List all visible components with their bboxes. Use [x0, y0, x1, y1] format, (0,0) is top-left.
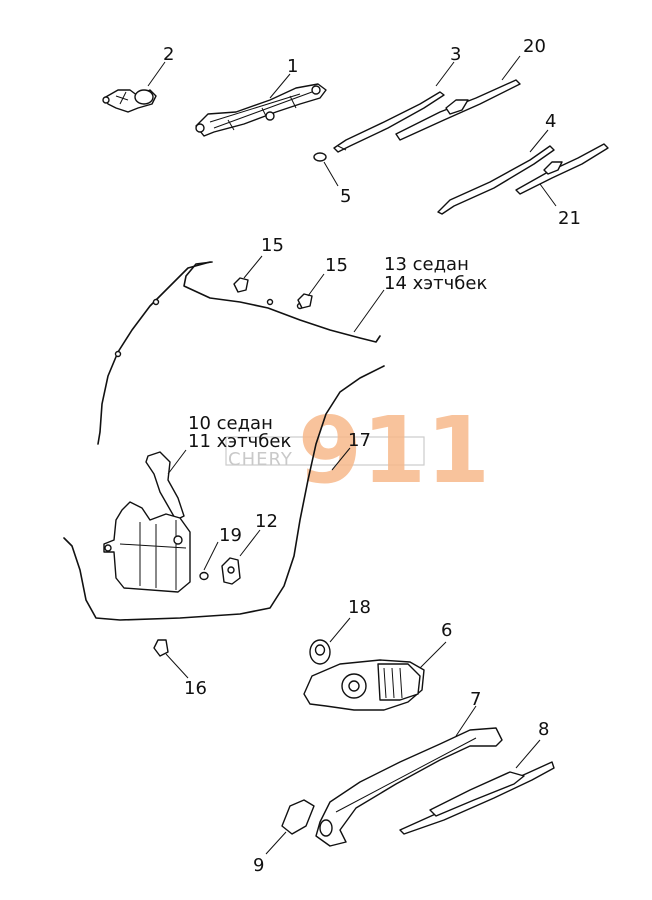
- part-7-rear-wiper-arm[interactable]: [315, 727, 503, 847]
- label-18: 18: [348, 597, 371, 618]
- part-9-arm-cover[interactable]: [281, 799, 315, 835]
- part-5-arm-cap[interactable]: [313, 152, 327, 162]
- label-10: 10 седан: [188, 413, 273, 434]
- label-13: 13 седан: [384, 254, 469, 275]
- part-16-clip[interactable]: [153, 639, 169, 657]
- part-2-front-wiper-motor[interactable]: [102, 89, 157, 113]
- label-21: 21: [558, 208, 581, 229]
- part-8-rear-wiper-blade[interactable]: [399, 761, 555, 835]
- part-4-wiper-arm-right[interactable]: [437, 145, 555, 215]
- part-17-washer-hose-rear[interactable]: [63, 365, 385, 621]
- part-3-wiper-arm-left[interactable]: [333, 91, 445, 153]
- part-19-plug[interactable]: [199, 571, 209, 581]
- label-1: 1: [287, 56, 298, 77]
- label-16: 16: [184, 678, 207, 699]
- watermark-frame: [225, 436, 425, 466]
- label-15a: 15: [261, 235, 284, 256]
- label-19: 19: [219, 525, 242, 546]
- label-5: 5: [340, 186, 351, 207]
- label-17: 17: [348, 430, 371, 451]
- label-6: 6: [441, 620, 452, 641]
- part-6-rear-wiper-motor[interactable]: [303, 659, 425, 711]
- part-15-hose-clip-b[interactable]: [297, 293, 313, 309]
- label-20: 20: [523, 36, 546, 57]
- label-11: 11 хэтчбек: [188, 431, 291, 452]
- part-21-wiper-blade-right[interactable]: [515, 143, 609, 195]
- watermark-brand: CHERY: [228, 449, 293, 470]
- part-15-hose-clip-a[interactable]: [233, 277, 249, 293]
- part-12-washer-pump[interactable]: [221, 557, 241, 585]
- part-13-14-washer-hose-front[interactable]: [97, 261, 381, 445]
- callout-labels: 2 1 3 20 4 21 5 15 15 13 седан 14 хэтчбе…: [163, 36, 581, 876]
- label-4: 4: [545, 111, 556, 132]
- label-12: 12: [255, 511, 278, 532]
- label-9: 9: [253, 855, 264, 876]
- label-7: 7: [470, 689, 481, 710]
- watermark-number: 911: [298, 397, 490, 504]
- label-8: 8: [538, 719, 549, 740]
- part-20-wiper-blade-left[interactable]: [395, 79, 521, 141]
- label-2: 2: [163, 44, 174, 65]
- label-3: 3: [450, 44, 461, 65]
- part-10-11-washer-reservoir[interactable]: [103, 451, 191, 593]
- part-1-wiper-linkage[interactable]: [195, 83, 327, 137]
- part-18-grommet[interactable]: [309, 639, 331, 665]
- watermark: CHERY 911: [225, 397, 490, 504]
- label-14: 14 хэтчбек: [384, 273, 487, 294]
- leader-lines: [147, 55, 557, 855]
- label-15b: 15: [325, 255, 348, 276]
